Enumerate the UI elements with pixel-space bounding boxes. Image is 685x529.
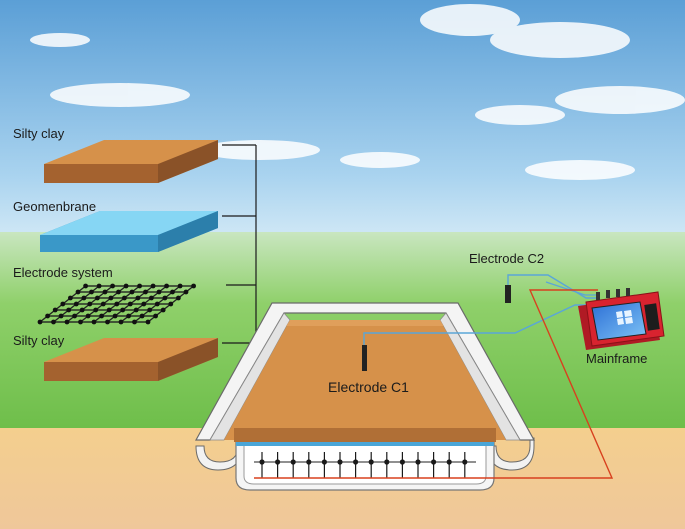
electrode-node: [110, 283, 115, 289]
layer-silty-clay-bottom: [44, 338, 218, 381]
electrode-node: [75, 289, 81, 295]
electrode-node: [99, 313, 104, 319]
electrode-node: [126, 313, 131, 319]
electrode-node: [91, 319, 97, 325]
electrode-node: [105, 319, 110, 325]
electrode-node: [183, 289, 189, 295]
electrode-node: [114, 301, 120, 307]
electrode-c2-probe: [505, 274, 600, 303]
electrode-node: [64, 319, 70, 325]
electrode-node: [127, 301, 133, 307]
electrode-node: [149, 295, 154, 301]
electrode-node: [150, 283, 156, 289]
windows-logo-icon: [616, 310, 633, 325]
electrode-node: [79, 307, 85, 313]
electrode-c1-probe: [362, 304, 596, 371]
electrode-node: [73, 301, 79, 307]
electrode-node: [129, 289, 135, 295]
electrode-node: [78, 319, 83, 325]
electrode-node: [160, 307, 166, 313]
electrode-node: [147, 307, 153, 313]
electrode-node: [123, 283, 129, 289]
electrode-node: [120, 307, 126, 313]
electrode-node: [87, 301, 93, 307]
label-silty-clay-bottom: Silty clay: [13, 333, 65, 348]
electrode-node: [191, 283, 197, 289]
electrode-node: [52, 307, 58, 313]
electrode-node: [122, 295, 127, 301]
electrode-node: [95, 295, 100, 301]
electrode-node: [60, 301, 66, 307]
electrode-node: [156, 289, 162, 295]
electrode-node: [116, 289, 121, 295]
electrode-node: [164, 283, 170, 289]
electrode-node: [89, 289, 94, 295]
label-geomembrane: Geomenbrane: [13, 199, 97, 214]
electrode-node: [143, 289, 148, 295]
electrode-node: [66, 307, 72, 313]
electrode-node: [81, 295, 87, 301]
test-trough: [194, 302, 536, 491]
electrode-node: [139, 313, 145, 319]
electrode-node: [168, 301, 174, 307]
electrode-node: [37, 319, 43, 325]
electrode-node: [45, 313, 50, 319]
electrode-node: [154, 301, 160, 307]
electrode-node: [106, 307, 112, 313]
electrode-node: [153, 313, 159, 319]
electrode-node: [112, 313, 118, 319]
electrode-node: [141, 301, 147, 307]
electrode-node: [102, 289, 108, 295]
electrode-node: [162, 295, 168, 301]
label-mainframe: Mainframe: [586, 351, 648, 366]
electrode-node: [145, 319, 151, 325]
electrode-node: [72, 313, 77, 319]
electrode-node: [68, 295, 73, 301]
electrode-node: [135, 295, 141, 301]
electrode-node: [85, 313, 91, 319]
electrode-node: [51, 319, 56, 325]
electrode-node: [96, 283, 102, 289]
label-electrode-c1: Electrode C1: [328, 379, 409, 395]
layer-geomembrane: [40, 211, 218, 252]
layer-silty-clay-top: [44, 140, 218, 183]
electrode-node: [108, 295, 114, 301]
label-electrode-c2: Electrode C2: [469, 251, 545, 266]
clouds: [30, 4, 685, 180]
layer-electrode-system: [37, 283, 197, 325]
red-cable: [476, 289, 614, 479]
electrode-node: [170, 289, 175, 295]
electrode-node: [137, 283, 143, 289]
mainframe-device: [578, 288, 665, 350]
label-electrode-system: Electrode system: [13, 265, 113, 280]
electrode-node: [118, 319, 124, 325]
electrode-node: [100, 301, 106, 307]
electrode-node: [58, 313, 64, 319]
electrode-node: [177, 283, 183, 289]
electrode-node: [132, 319, 137, 325]
electrode-node: [83, 283, 88, 289]
electrode-node: [133, 307, 139, 313]
electrode-node: [176, 295, 181, 301]
electrode-node: [93, 307, 99, 313]
label-silty-clay-top: Silty clay: [13, 126, 65, 141]
